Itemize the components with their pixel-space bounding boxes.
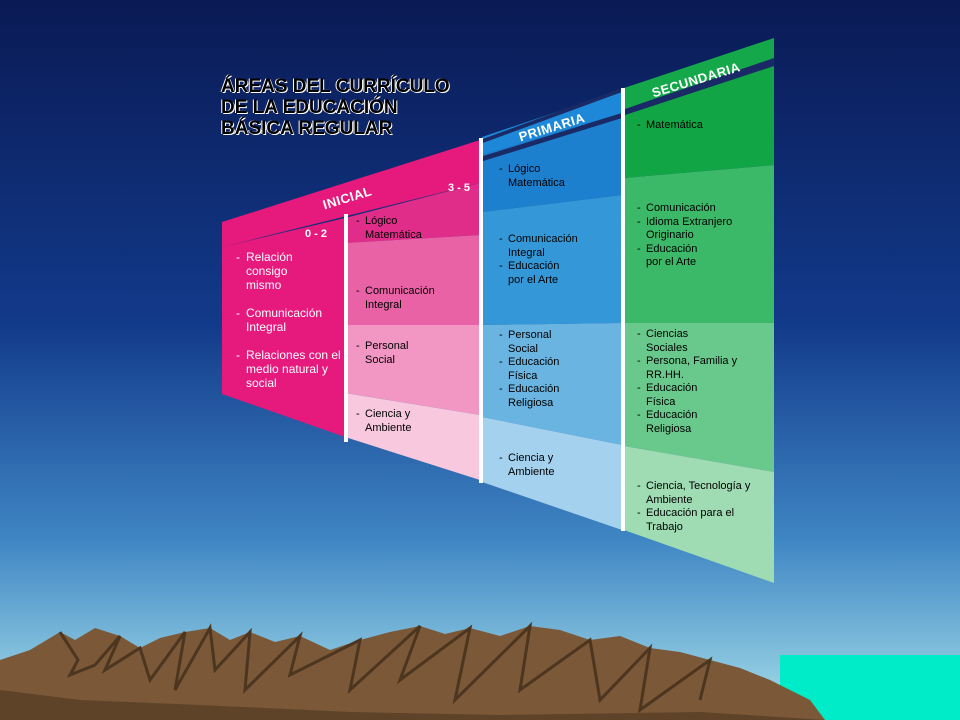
list-item: Educación Religiosa [499, 383, 578, 410]
secundaria-list-1: Matemática [637, 119, 703, 133]
secundaria-list-3: Ciencias Sociales Persona, Familia y RR.… [637, 328, 758, 436]
primaria-list-1: Lógico Matemática [499, 163, 586, 190]
primaria-list-3: Personal Social Educación Física Educaci… [499, 329, 578, 410]
inicial-3-5-list-1: Lógico Matemática [356, 215, 443, 242]
list-item: Matemática [637, 119, 703, 133]
title-line-1: ÁREAS DEL CURRÍCULO [221, 76, 450, 97]
list-item: Comunicación Integral [499, 233, 608, 260]
primaria-list-2: Comunicación Integral Educación por el A… [499, 233, 608, 287]
list-item: Educación para el Trabajo [637, 507, 746, 534]
list-item: Personal Social [356, 340, 425, 367]
divider-strip-3 [480, 113, 622, 162]
primaria-band [482, 90, 622, 155]
list-item: Educación Física [637, 382, 716, 409]
list-item: Persona, Familia y RR.HH. [637, 355, 758, 382]
inicial-band [222, 140, 480, 247]
inicial-0-2-list: Relación consigo mismo Comunicación Inte… [236, 250, 346, 390]
mountains [0, 626, 825, 720]
list-item: Ciencia y Ambiente [499, 452, 576, 479]
secundaria-list-2: Comunicación Idioma Extranjero Originari… [637, 202, 762, 270]
list-item: Relaciones con el medio natural y social [236, 348, 352, 390]
age-label-0-2: 0 - 2 [305, 228, 328, 240]
list-item: Educación Religiosa [637, 409, 716, 436]
list-item: Lógico Matemática [356, 215, 443, 242]
diagram-title: ÁREAS DEL CURRÍCULO DE LA EDUCACIÓN BÁSI… [221, 76, 481, 139]
list-item: Educación Física [499, 356, 578, 383]
white-divider-1 [344, 214, 348, 442]
list-item: Idioma Extranjero Originario [637, 216, 762, 243]
divider-strip-1 [480, 88, 622, 144]
divider-strip-2 [622, 58, 774, 116]
list-item: Ciencia, Tecnología y Ambiente [637, 480, 774, 507]
white-divider-2 [479, 138, 483, 483]
secundaria-band [624, 38, 774, 110]
list-item: Relación consigo mismo [236, 250, 318, 292]
list-item: Ciencias Sociales [637, 328, 706, 355]
inicial-3-5-list-2: Comunicación Integral [356, 285, 465, 312]
title-line-2: DE LA EDUCACIÓN [221, 97, 398, 118]
title-line-3: BÁSICA REGULAR [221, 118, 393, 139]
inicial-3-5-list-4: Ciencia y Ambiente [356, 408, 433, 435]
list-item: Personal Social [499, 329, 566, 356]
list-item: Comunicación [637, 202, 762, 216]
list-item: Ciencia y Ambiente [356, 408, 433, 435]
list-item: Comunicación Integral [236, 306, 338, 334]
inicial-3-5-list-3: Personal Social [356, 340, 425, 367]
list-item: Lógico Matemática [499, 163, 586, 190]
white-divider-3 [621, 88, 625, 531]
list-item: Comunicación Integral [356, 285, 465, 312]
secundaria-list-4: Ciencia, Tecnología y Ambiente Educación… [637, 480, 774, 534]
list-item: Educación por el Arte [499, 260, 576, 287]
primaria-list-4: Ciencia y Ambiente [499, 452, 576, 479]
age-label-3-5: 3 - 5 [448, 182, 471, 194]
list-item: Educación por el Arte [637, 243, 716, 270]
